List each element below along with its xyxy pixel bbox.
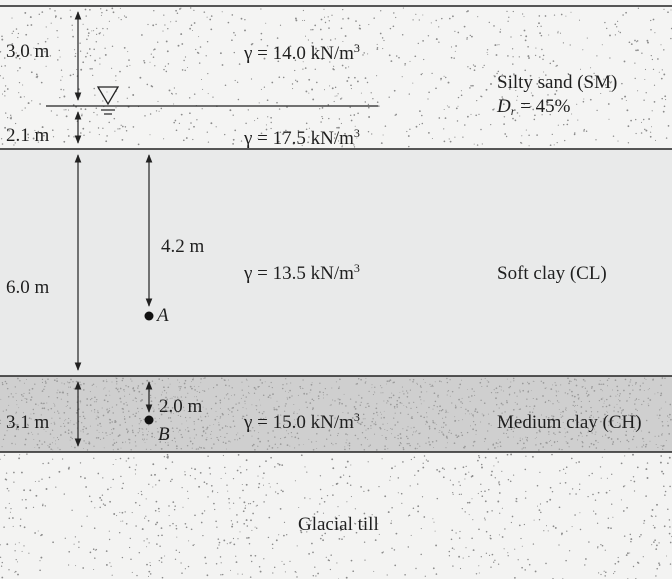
medium-clay-layer [0, 376, 672, 452]
unit-weight-sand-upper: γ = 14.0 kN/m3 [244, 41, 360, 65]
thickness-label-6-0m: 6.0 m [6, 277, 50, 298]
unit-weight-value: γ = 13.5 kN/m [244, 263, 354, 284]
relative-density-label: Dr = 45% [497, 96, 570, 118]
soft-clay-layer [0, 149, 672, 376]
point-a-marker [144, 311, 154, 321]
unit-weight-exponent: 3 [353, 126, 360, 140]
thickness-label-3-1m: 3.1 m [6, 412, 50, 433]
unit-weight-value: γ = 17.5 kN/m [244, 128, 354, 149]
point-a-depth-label: 4.2 m [161, 236, 205, 257]
layer-name-medium-clay: Medium clay (CH) [497, 412, 642, 433]
unit-weight-exponent: 3 [353, 261, 360, 275]
layer-name-silty-sand: Silty sand (SM) [497, 72, 618, 93]
water-table-icon [96, 86, 120, 106]
unit-weight-value: γ = 15.0 kN/m [244, 412, 354, 433]
unit-weight-value: γ = 14.0 kN/m [244, 43, 354, 64]
medium-clay-texture [0, 377, 672, 451]
relative-density-subscript: r [510, 104, 516, 118]
point-a-label: A [157, 305, 169, 326]
unit-weight-medium-clay: γ = 15.0 kN/m3 [244, 410, 360, 434]
relative-density-value: = 45% [520, 96, 571, 117]
unit-weight-exponent: 3 [353, 410, 360, 424]
silty-sand-texture [0, 7, 672, 148]
relative-density-symbol: D [497, 96, 511, 117]
point-b-depth-label: 2.0 m [159, 396, 203, 417]
point-b-marker [144, 415, 154, 425]
point-b-label: B [158, 424, 170, 445]
silty-sand-layer [0, 0, 672, 149]
thickness-label-2-1m: 2.1 m [6, 125, 50, 146]
thickness-label-3-0m: 3.0 m [6, 41, 50, 62]
glacial-till-texture [0, 453, 672, 579]
unit-weight-soft-clay: γ = 13.5 kN/m3 [244, 261, 360, 285]
unit-weight-sand-lower: γ = 17.5 kN/m3 [244, 126, 360, 150]
layer-name-soft-clay: Soft clay (CL) [497, 263, 607, 284]
unit-weight-exponent: 3 [353, 41, 360, 55]
glacial-till-layer [0, 452, 672, 579]
layer-name-glacial-till: Glacial till [298, 514, 379, 535]
